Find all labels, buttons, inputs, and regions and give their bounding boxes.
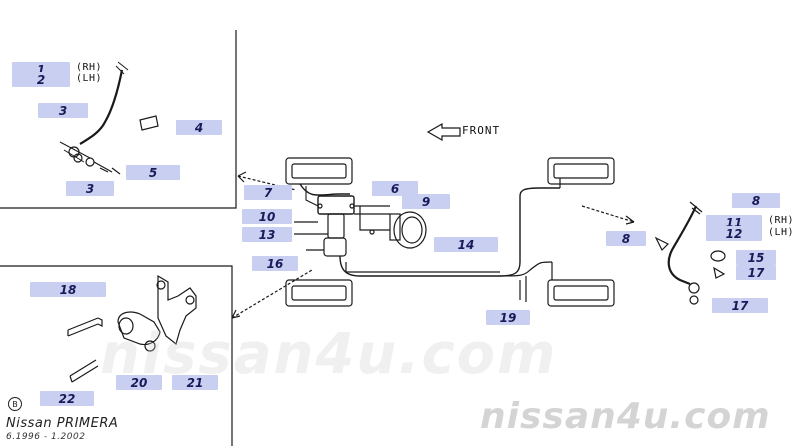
part-callout-8b[interactable]: 8: [606, 231, 646, 246]
front-label: FRONT: [462, 124, 501, 137]
part-callout-5[interactable]: 5: [126, 165, 180, 180]
arrow-to-rear-panel: [581, 205, 635, 223]
part-callout-18[interactable]: 18: [30, 282, 106, 297]
watermark-center: nissan4u.com: [100, 322, 558, 387]
part-callout-22[interactable]: 22: [40, 391, 94, 406]
part-callout-19[interactable]: 19: [486, 310, 530, 325]
part-callout-2[interactable]: 2: [12, 72, 70, 87]
rear-left-tire: [285, 279, 353, 307]
line-19: [499, 261, 553, 277]
line-14: [339, 187, 560, 277]
part-callout-15[interactable]: 15: [736, 250, 776, 265]
arrow-to-lower-panel: [231, 269, 313, 319]
bolt-22: [69, 359, 99, 383]
master-cylinder-unit: [317, 195, 355, 215]
part-callout-17b[interactable]: 17: [712, 298, 768, 313]
section-mark: B: [8, 397, 22, 411]
front-lh-label: (LH): [76, 73, 103, 84]
brake-line-main: [299, 183, 350, 196]
part-callout-6[interactable]: 6: [372, 181, 418, 196]
part-callout-3[interactable]: 3: [38, 103, 88, 118]
front-hose-panel-border: [0, 30, 237, 209]
part-callout-8[interactable]: 8: [732, 193, 780, 208]
bracket-21: [157, 274, 197, 346]
front-arrow: [426, 122, 461, 142]
rear-lh-label: (LH): [768, 227, 795, 238]
vehicle-model: Nissan PRIMERA: [6, 416, 119, 431]
part-callout-14[interactable]: 14: [434, 237, 498, 252]
watermark-footer: nissan4u.com: [480, 396, 771, 437]
part-callout-3b[interactable]: 3: [66, 181, 114, 196]
part-callout-4[interactable]: 4: [176, 120, 222, 135]
part-callout-17[interactable]: 17: [736, 265, 776, 280]
bolt-18: [67, 317, 99, 337]
rear-hose: [667, 205, 698, 286]
front-rh-label: (RH): [76, 62, 103, 73]
part-callout-12[interactable]: 12: [706, 226, 762, 241]
part-callout-13[interactable]: 13: [242, 227, 292, 242]
production-years: 6.1996 - 1.2002: [6, 432, 86, 442]
part-callout-7[interactable]: 7: [244, 185, 292, 200]
cylinder-20: [117, 311, 161, 346]
front-left-tire: [285, 157, 353, 185]
rear-rh-label: (RH): [768, 215, 795, 226]
part-callout-21[interactable]: 21: [172, 375, 218, 390]
part-callout-20[interactable]: 20: [116, 375, 162, 390]
master-cylinder-panel-border: [0, 265, 233, 446]
part-callout-9[interactable]: 9: [402, 194, 450, 209]
part-callout-16[interactable]: 16: [252, 256, 298, 271]
clip-part-4: [139, 115, 159, 131]
front-right-tire: [547, 157, 615, 185]
part-callout-10[interactable]: 10: [242, 209, 292, 224]
rear-right-tire: [547, 279, 615, 307]
front-hose: [79, 69, 124, 145]
brake-booster: [354, 205, 390, 231]
